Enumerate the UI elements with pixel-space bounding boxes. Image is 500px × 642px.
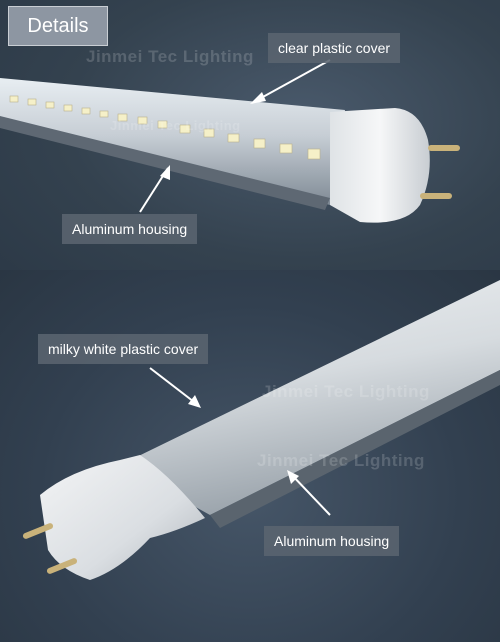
led-chip-row xyxy=(9,95,321,160)
pin-lower-bottom xyxy=(46,558,78,574)
clear-plastic-cover-label: clear plastic cover xyxy=(268,33,401,63)
watermark-text-bottom-1: Jinmei Tec Lighting xyxy=(262,382,430,401)
aluminum-housing-bottom xyxy=(210,370,500,528)
milky-white-cover-label: milky white plastic cover xyxy=(38,334,209,364)
pin-lower xyxy=(420,193,452,199)
watermark-text: Jinmei Tec Lighting xyxy=(86,47,254,66)
milky-cover-tube-photo: Jinmei Tec Lighting Jinmei Tec Lighting xyxy=(0,270,500,642)
housing-pointer-arrowhead xyxy=(160,165,170,180)
aluminum-housing-label-bottom: Aluminum housing xyxy=(264,526,400,556)
watermark-text-bottom-2: Jinmei Tec Lighting xyxy=(257,451,425,470)
watermark-text-small: Jinmei Tec Lighting xyxy=(110,118,241,133)
clear-cover-tube-photo: Jinmei Tec Lighting Jinmei Tec Lighting xyxy=(0,0,500,300)
aluminum-housing-label-top: Aluminum housing xyxy=(62,214,198,244)
clear-tube-body xyxy=(0,78,345,205)
clear-led-tube-graphic xyxy=(0,59,460,223)
aluminum-housing-top xyxy=(0,116,330,210)
pin-upper-bottom xyxy=(22,523,54,539)
end-cap-bottom xyxy=(40,455,205,580)
milky-cover-pointer-arrowhead xyxy=(188,395,201,408)
details-header: Details xyxy=(8,6,108,46)
pin-upper xyxy=(428,145,460,151)
cover-pointer-arrowhead xyxy=(250,92,266,104)
housing-pointer-line-bottom xyxy=(289,472,331,516)
milky-tube-body xyxy=(120,280,500,515)
milky-led-tube-graphic xyxy=(22,280,500,580)
milky-cover-pointer-line xyxy=(149,367,199,406)
end-cap-top xyxy=(330,108,430,223)
cover-pointer-line xyxy=(251,59,331,104)
housing-pointer-arrowhead-bottom xyxy=(287,470,299,484)
